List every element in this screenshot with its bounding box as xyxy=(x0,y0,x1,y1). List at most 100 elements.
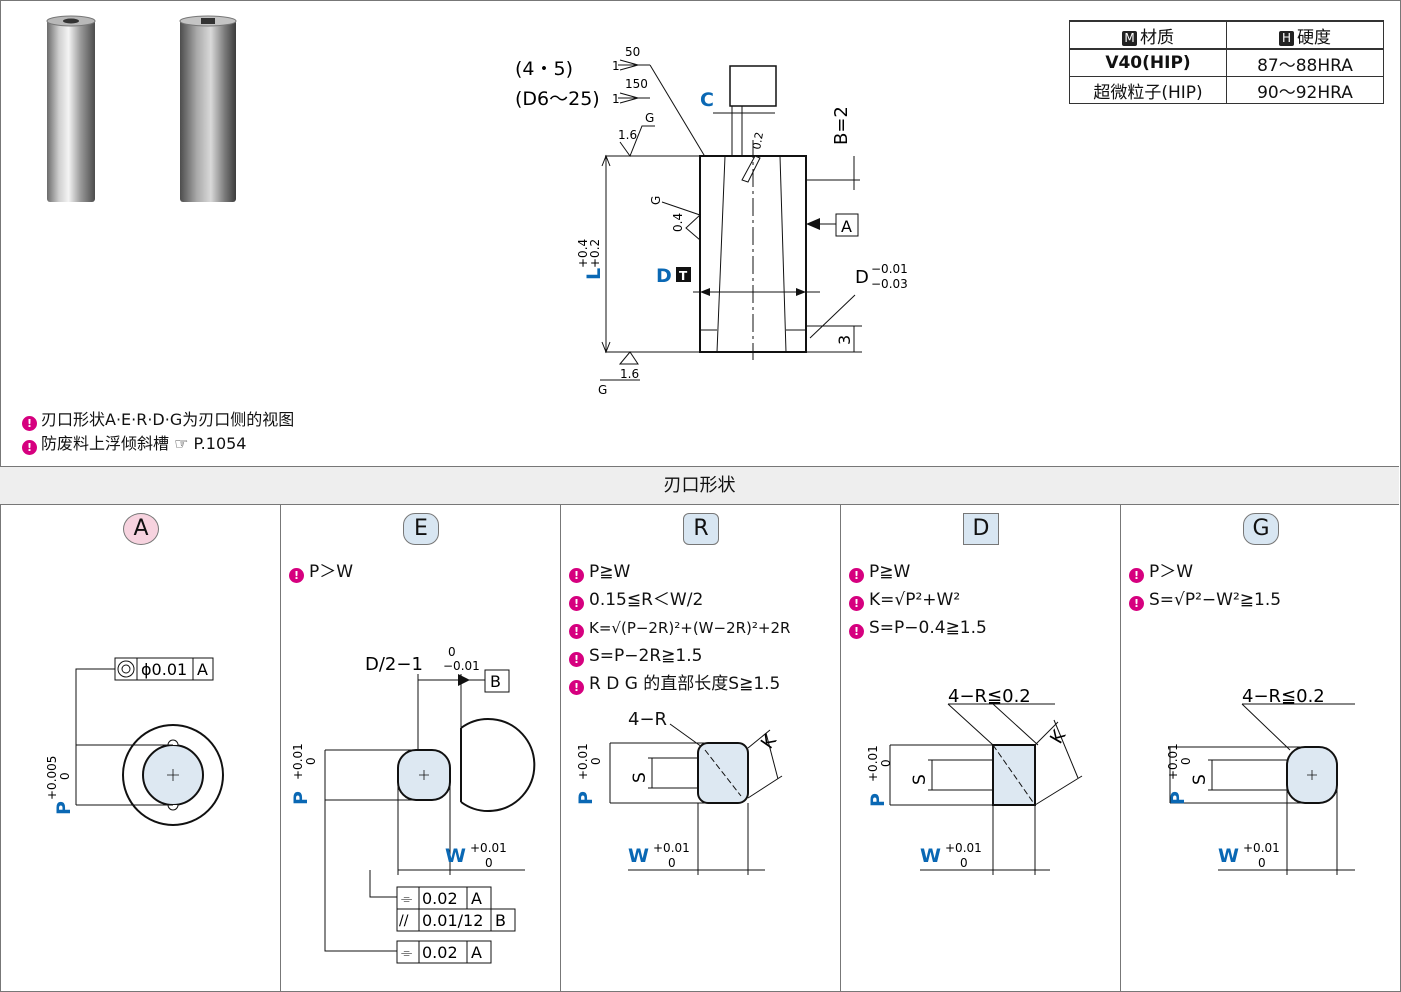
rough-g-bottom: G xyxy=(598,383,607,397)
w-tol-lower: 0 xyxy=(485,856,493,870)
table-row: V40(HIP) 87～88HRA xyxy=(1069,48,1384,77)
p-tol-upper: +0.01 xyxy=(1166,743,1180,780)
roughness-50: 50 xyxy=(625,45,640,59)
p-label: P xyxy=(53,801,75,815)
note-1: !刃口形状A·E·R·D·G为刃口侧的视图 xyxy=(22,409,294,431)
note-2[interactable]: !防废料上浮倾斜槽 ☞ P.1054 xyxy=(22,433,246,455)
condition-item: !P＞W xyxy=(289,558,353,586)
shape-title-a: A xyxy=(123,513,159,545)
e-outer-shape xyxy=(460,718,536,812)
alert-icon: ! xyxy=(22,440,37,455)
w-tol-upper: +0.01 xyxy=(945,841,982,855)
p-tol-lower: 0 xyxy=(304,757,318,765)
datum-b-box xyxy=(484,669,510,693)
svg-text:0.01/12: 0.01/12 xyxy=(422,911,483,930)
s-label: S xyxy=(910,774,930,785)
top-area: (4・5) (D6～25) 50 1 150 1 1.6 G C B=2 0.2 xyxy=(0,0,1401,466)
condition-item: !P≧W xyxy=(849,558,987,586)
p-tol-upper: +0.01 xyxy=(576,743,590,780)
s-label: S xyxy=(1190,774,1210,785)
shape-column-r xyxy=(561,505,841,991)
hardness-tag: H xyxy=(1279,30,1294,46)
roughness-symbol-2 xyxy=(618,92,650,104)
w-tol-upper: +0.01 xyxy=(653,841,690,855)
conditions-e: !P＞W xyxy=(289,558,353,586)
rough-g-top: G xyxy=(645,111,654,125)
shape-g-drawing: 4−R≦0.2 S P +0.01 0 W +0.01 0 xyxy=(1166,686,1355,875)
shape-d-drawing: 4−R≦0.2 K S P +0.01 0 W +0.01 0 xyxy=(866,686,1083,875)
w-label: W xyxy=(628,845,649,867)
product-photos xyxy=(46,15,237,202)
hole-notches xyxy=(167,739,179,811)
symmetry-icon: ⌯ xyxy=(401,945,412,961)
p-label: P xyxy=(867,793,889,807)
square-punch-photo xyxy=(179,15,237,202)
shape-title-r: R xyxy=(683,513,719,545)
table-row: 超微粒子(HIP) 90～92HRA xyxy=(1069,76,1384,104)
p-label: P xyxy=(575,791,597,805)
shape-title-g: G xyxy=(1243,513,1279,545)
conditions-r: !P≧W !0.15≦R＜W/2 !K=√(P−2R)²+(W−2R)²+2R … xyxy=(569,558,790,698)
rough-symbol-top xyxy=(619,125,655,158)
material-cell: 超微粒子(HIP) xyxy=(1069,76,1227,104)
p-tol-lower: 0 xyxy=(879,759,893,767)
p-tol-upper: +0.005 xyxy=(45,756,59,800)
shape-e-drawing: D/2−1 0 −0.01 B P +0.01 0 W +0.01 0 ⌯ 0.… xyxy=(290,645,536,964)
d-tag: T xyxy=(679,269,688,283)
r-label: 4−R≦0.2 xyxy=(948,686,1031,707)
shape-title-d: D xyxy=(963,513,999,545)
round-punch-photo xyxy=(46,15,96,202)
d-dim: D xyxy=(855,267,869,288)
shape-r-drawing: 4−R K S P +0.01 0 W +0.01 0 xyxy=(575,709,783,875)
section-title: 刃口形状 xyxy=(0,466,1399,505)
condition-item: !K=√(P−2R)²+(W−2R)²+2R xyxy=(569,614,790,642)
l-tol-upper: +0.4 xyxy=(576,239,590,268)
w-label: W xyxy=(1218,845,1239,867)
r-label: 4−R xyxy=(628,709,667,730)
rough-symbol-bottom xyxy=(618,351,639,365)
svg-text:0.02: 0.02 xyxy=(422,943,458,962)
symmetry-icon: ⌯ xyxy=(401,891,412,907)
c-label: C xyxy=(700,89,714,111)
roughness-150: 150 xyxy=(625,77,648,91)
p-label: P xyxy=(1167,791,1189,805)
svg-text:B: B xyxy=(495,911,506,930)
conditions-d: !P≧W !K=√P²+W² !S=P−0.4≧1.5 xyxy=(849,558,987,642)
condition-item: !S=P−0.4≧1.5 xyxy=(849,614,987,642)
e-dim-tol-lower: −0.01 xyxy=(443,659,480,673)
rough-16-top: 1.6 xyxy=(618,128,637,142)
p-tol-lower: 0 xyxy=(1179,757,1193,765)
datum-a-triangle xyxy=(806,218,820,230)
parallel-icon: // xyxy=(399,913,409,929)
condition-item: !R D G 的直部长度S≧1.5 xyxy=(569,670,790,698)
concentricity-icon xyxy=(117,660,135,678)
three-label: 3 xyxy=(835,335,854,345)
l-label: L xyxy=(583,268,605,280)
pin-stub xyxy=(729,65,777,107)
datum-a-text: A xyxy=(841,217,852,236)
shape-column-e xyxy=(281,505,561,991)
condition-item: !S=√P²−W²≧1.5 xyxy=(1129,586,1281,614)
w-tol-lower: 0 xyxy=(668,856,676,870)
rough-symbol-left xyxy=(661,201,701,241)
e-dim-tol-upper: 0 xyxy=(448,645,456,659)
w-label: W xyxy=(445,845,466,867)
condition-item: !K=√P²+W² xyxy=(849,586,987,614)
d-leader xyxy=(809,294,856,339)
taper-lines xyxy=(716,155,787,353)
w-tol-lower: 0 xyxy=(1258,856,1266,870)
d-tag-box xyxy=(676,267,691,282)
angle-label: 0.2 xyxy=(750,131,766,150)
datum-a-box xyxy=(835,213,859,237)
fcf-datum: A xyxy=(197,660,208,679)
conditions-g: !P＞W !S=√P²−W²≧1.5 xyxy=(1129,558,1281,614)
fcf-2 xyxy=(396,908,516,932)
material-cell: V40(HIP) xyxy=(1069,48,1227,77)
p-tol-upper: +0.01 xyxy=(291,743,305,780)
svg-text:A: A xyxy=(471,943,482,962)
d-label: D xyxy=(656,265,672,287)
p-tol-upper: +0.01 xyxy=(866,745,880,782)
k-label: K xyxy=(1046,726,1071,748)
svg-text:A: A xyxy=(471,889,482,908)
